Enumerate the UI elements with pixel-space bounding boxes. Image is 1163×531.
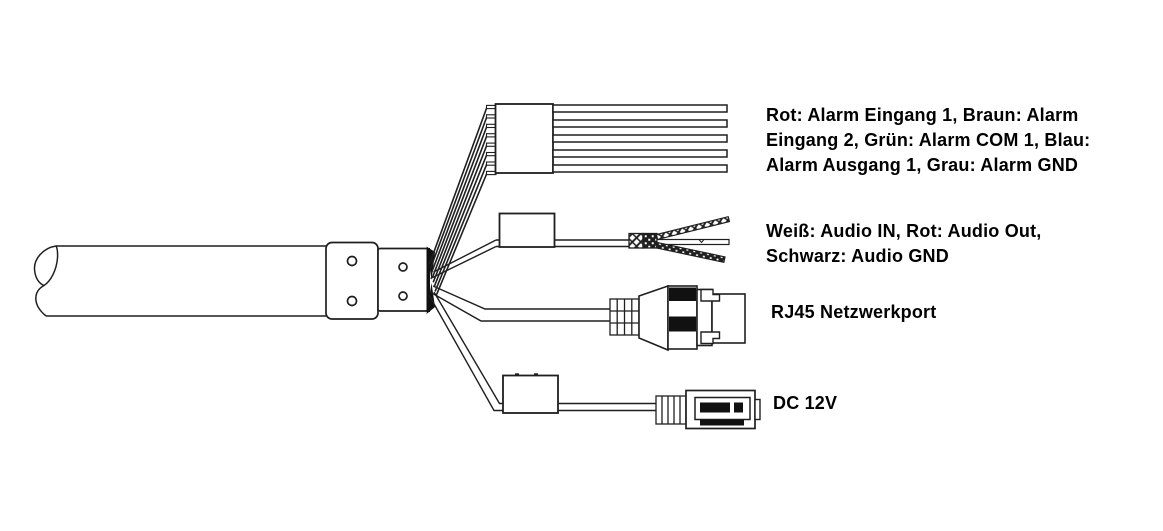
audio-wires-label: Weiß: Audio IN, Rot: Audio Out, Schwarz:…: [766, 219, 1041, 269]
power-cable-lines: [428, 291, 658, 412]
junction-box: [325, 241, 429, 320]
alarm-wires-label: Rot: Alarm Eingang 1, Braun: Alarm Einga…: [766, 103, 1090, 178]
junction-block-2: [377, 247, 429, 312]
rj45-latch-top: [700, 288, 721, 302]
rj45-latch-bottom: [700, 331, 721, 345]
audio-wire-ends: [655, 215, 731, 263]
alarm-harness: [428, 103, 728, 297]
main-cable: [33, 245, 326, 317]
screw-hole-icon: [398, 291, 408, 301]
dc-breakout-block: [502, 374, 559, 414]
audio-wire-red: [656, 238, 730, 246]
alarm-label-line-2: Eingang 2, Grün: Alarm COM 1, Blau:: [766, 130, 1091, 150]
rj45-black-band: [669, 316, 696, 332]
audio-splice-block: [628, 232, 658, 249]
audio-label-line-1: Weiß: Audio IN, Rot: Audio Out,: [766, 221, 1042, 241]
rj45-strain-relief: [609, 298, 640, 336]
rj45-assembly: [429, 284, 746, 352]
alarm-label-line-1: Rot: Alarm Eingang 1, Braun: Alarm: [766, 105, 1079, 125]
alarm-label-line-3: Alarm Ausgang 1, Grau: Alarm GND: [766, 155, 1079, 175]
dc-jack-tip: [754, 398, 761, 421]
junction-block-1: [325, 241, 379, 320]
alarm-wire-stubs: [485, 104, 497, 176]
rj45-plug: [711, 293, 746, 344]
screw-hole-icon: [346, 295, 358, 307]
audio-wire-white: [655, 215, 731, 241]
rj45-body: [667, 285, 746, 350]
dc-jack-label: [700, 402, 730, 413]
alarm-wire-fan: [428, 106, 488, 297]
screw-hole-icon: [346, 255, 358, 267]
network-cable-lines: [429, 285, 610, 322]
audio-breakout-block: [498, 212, 556, 248]
rj45-boot: [638, 284, 669, 352]
dc-strain-relief: [655, 395, 687, 425]
dc-jack-body: [685, 389, 761, 430]
audio-label-line-2: Schwarz: Audio GND: [766, 246, 949, 266]
dc-jack-bar: [700, 419, 744, 426]
audio-harness: [430, 212, 731, 280]
dc-assembly: [428, 291, 761, 430]
dc-jack-label-mark: [734, 402, 743, 413]
screw-hole-icon: [398, 262, 408, 272]
cable-cut-end: [33, 245, 59, 287]
dc-power-label: DC 12V: [773, 393, 838, 413]
alarm-wires: [552, 104, 728, 173]
alarm-breakout-block: [494, 103, 554, 174]
network-port-label: RJ45 Netzwerkport: [771, 302, 937, 322]
rj45-black-band: [669, 287, 696, 301]
audio-wire-black: [655, 241, 726, 263]
